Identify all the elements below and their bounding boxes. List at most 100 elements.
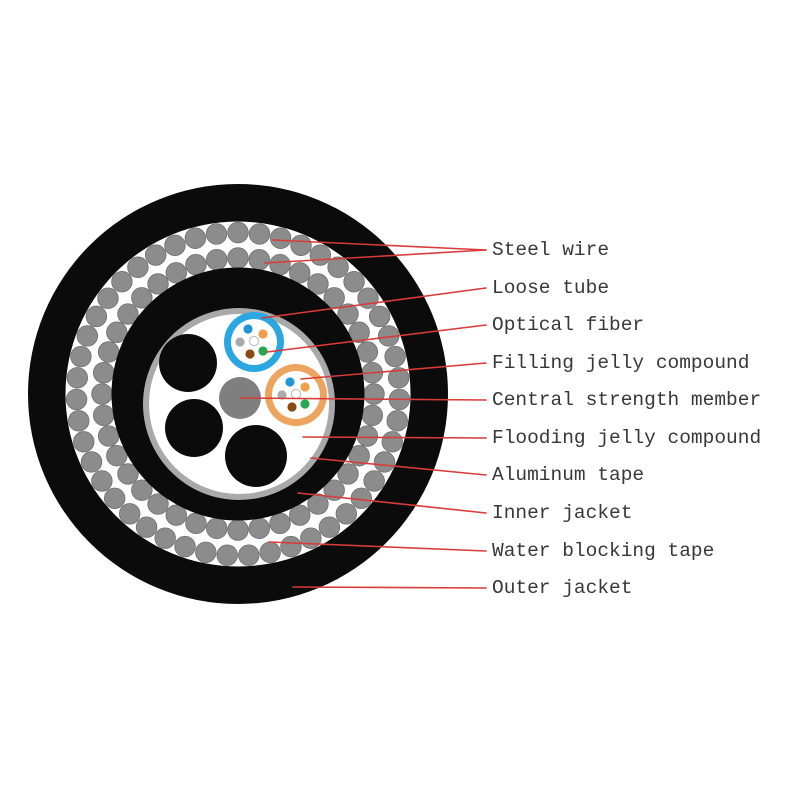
inner-steel-wire	[117, 463, 139, 485]
optical-fiber	[290, 388, 302, 400]
inner-steel-wire	[348, 445, 370, 467]
outer-steel-wire	[381, 431, 403, 453]
outer-steel-wire	[327, 256, 349, 278]
outer-steel-wire	[111, 271, 133, 293]
inner-steel-wire	[337, 463, 359, 485]
optical-fiber	[287, 402, 297, 412]
inner-steel-wire	[356, 425, 379, 447]
inner-steel-wire	[97, 341, 120, 363]
inner-steel-wire	[348, 321, 370, 343]
leader-line	[297, 492, 487, 514]
outer-steel-wire	[154, 527, 176, 549]
outer-steel-wire	[135, 516, 158, 538]
outer-steel-wire	[269, 227, 292, 249]
outer-steel-wire	[103, 487, 126, 509]
optical-fiber	[258, 346, 268, 356]
outer-steel-wire	[184, 227, 207, 249]
diagram-label-optical-fiber: Optical fiber	[492, 314, 644, 336]
inner-steel-wire	[185, 512, 207, 535]
outer-steel-wire	[70, 345, 92, 368]
outer-steel-wire	[387, 367, 410, 389]
inner-steel-wire	[323, 479, 345, 501]
outer-steel-wire	[386, 410, 408, 432]
optical-fiber	[258, 329, 268, 339]
inner-steel-wire	[307, 273, 329, 295]
diagram-label-filling-jelly-compound: Filling jelly compound	[492, 352, 749, 374]
outer-steel-wire	[195, 541, 217, 563]
inner-steel-wire	[97, 425, 120, 447]
outer-steel-wire	[68, 410, 90, 432]
outer-steel-wire	[248, 223, 271, 245]
leader-line	[261, 287, 487, 319]
inner-steel-wire	[92, 362, 115, 384]
outer-steel-wire	[300, 527, 322, 549]
inner-steel-wire	[117, 303, 139, 325]
leader-line	[272, 239, 487, 251]
inner-steel-wire	[131, 287, 153, 309]
inner-steel-wire	[269, 512, 291, 535]
outer-steel-wire	[127, 256, 149, 278]
inner-steel-wire	[185, 253, 207, 276]
inner-steel-wire	[147, 273, 169, 295]
leader-line	[300, 362, 487, 380]
outer-steel-wire	[309, 244, 332, 266]
outer-steel-wire	[373, 451, 396, 473]
diagram-label-loose-tube: Loose tube	[492, 277, 609, 299]
inner-steel-wire	[289, 504, 311, 526]
optical-fiber	[300, 399, 310, 409]
inner-steel-wire	[227, 519, 249, 541]
outer-steel-wire	[335, 503, 358, 525]
diagram-label-water-blocking-tape: Water blocking tape	[492, 540, 714, 562]
optical-fiber	[277, 390, 287, 400]
outer-steel-wire	[259, 541, 281, 563]
outer-steel-wire	[164, 234, 186, 257]
inner-steel-wire	[363, 383, 385, 405]
diagram-label-central-strength-member: Central strength member	[492, 389, 761, 411]
outer-steel-wire	[91, 470, 113, 492]
outer-steel-wire	[227, 221, 249, 244]
optical-fiber	[300, 382, 310, 392]
inner-steel-wire	[131, 479, 153, 501]
outer-steel-wire	[205, 223, 228, 245]
outer-steel-wire	[368, 305, 391, 328]
outer-steel-wire	[144, 244, 167, 266]
outer-steel-wire	[318, 516, 341, 538]
outer-steel-wire	[66, 367, 89, 389]
optical-fiber	[235, 337, 245, 347]
outer-steel-wire	[97, 287, 119, 309]
diagram-label-aluminum-tape: Aluminum tape	[492, 464, 644, 486]
cable-core-assembly	[111, 267, 365, 521]
filler-rod	[225, 425, 287, 487]
optical-fiber	[248, 335, 260, 347]
leader-line	[310, 457, 487, 476]
outer-steel-wire	[65, 388, 88, 411]
inner-steel-wire	[289, 262, 311, 284]
outer-steel-wire	[73, 431, 95, 453]
outer-steel-wire	[76, 325, 98, 347]
leader-lines	[239, 239, 487, 589]
filler-rod	[165, 399, 223, 457]
inner-steel-wire	[91, 383, 113, 405]
outer-steel-wire	[363, 470, 385, 492]
outer-steel-wire	[343, 271, 365, 293]
leader-line	[268, 541, 487, 552]
optical-fiber	[245, 349, 255, 359]
leader-line	[266, 324, 487, 353]
leader-line	[302, 436, 487, 439]
outer-steel-wire	[280, 535, 302, 558]
leader-line	[264, 249, 487, 264]
outer-steel-wire	[290, 234, 312, 257]
inner-steel-wire	[206, 517, 228, 540]
leader-line	[292, 586, 487, 589]
outer-steel-wire	[85, 305, 108, 328]
inner-steel-wire	[165, 262, 187, 284]
outer-steel-wire	[80, 451, 103, 473]
inner-steel-wire	[356, 341, 379, 363]
labels: Steel wire Loose tube Optical fiber Fill…	[492, 239, 761, 599]
diagram-label-steel-wire: Steel wire	[492, 239, 609, 261]
leader-line	[239, 397, 487, 401]
outer-steel-wire	[216, 544, 238, 566]
steel-wire-armor	[65, 221, 411, 566]
